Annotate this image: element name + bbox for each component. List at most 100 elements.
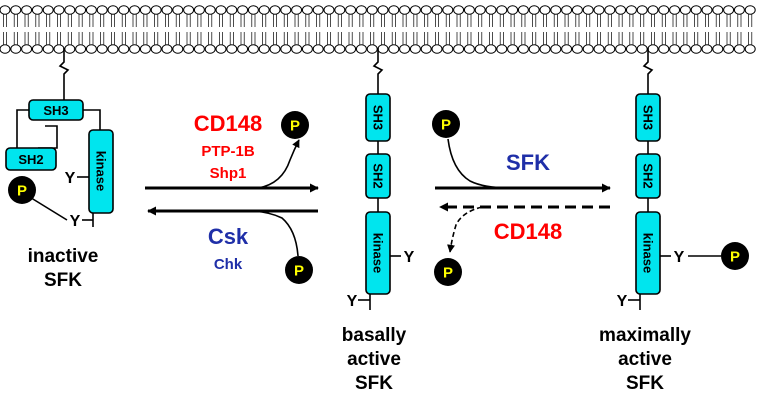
cell-membrane: [0, 5, 756, 54]
lipid-head: [107, 44, 119, 54]
lipid-head: [550, 5, 562, 15]
lipid-head: [204, 5, 216, 15]
sh3-label: SH3: [43, 103, 68, 118]
phosphate-circle: [721, 242, 749, 270]
lipid-head: [172, 44, 184, 54]
lipid-head: [712, 44, 724, 54]
lipid-head: [647, 44, 659, 54]
sh2-label: SH2: [371, 163, 386, 188]
donor-phosphate-label: P: [441, 117, 451, 134]
lipid-head: [485, 5, 497, 15]
state-label-maximal-1: maximally: [599, 325, 691, 346]
lipid-head: [280, 44, 292, 54]
lipid-head: [420, 44, 432, 54]
lipid-head: [139, 44, 151, 54]
lipid-head: [409, 44, 421, 54]
lipid-head: [377, 5, 389, 15]
lipid-head: [420, 5, 432, 15]
lipid-head: [442, 44, 454, 54]
lipid-head: [528, 44, 540, 54]
lipid-head: [96, 44, 108, 54]
lipid-head: [636, 5, 648, 15]
sh2-domain: [5, 147, 57, 171]
lipid-head: [561, 44, 573, 54]
kinase-label: kinase: [641, 233, 656, 273]
lipid-head: [733, 5, 745, 15]
lipid-head: [21, 44, 33, 54]
lipid-head: [431, 5, 443, 15]
lipid-head: [161, 44, 173, 54]
reaction-inactive-basal: CD148 PTP-1B Shp1 P P Csk Chk: [145, 111, 319, 284]
membrane-top-leaflet: [0, 5, 756, 15]
lipid-head: [723, 44, 735, 54]
lipid-head: [453, 44, 465, 54]
lipid-head: [701, 44, 713, 54]
lipid-head: [150, 44, 162, 54]
lipid-head: [723, 5, 735, 15]
lipid-head: [118, 5, 130, 15]
lipid-head: [690, 5, 702, 15]
lipid-head: [75, 5, 87, 15]
lipid-head: [10, 5, 22, 15]
lipid-head: [258, 44, 270, 54]
kinase-domain: [635, 211, 661, 295]
lipid-head: [215, 44, 227, 54]
lipid-head: [269, 44, 281, 54]
enzyme-chk: Chk: [214, 256, 243, 273]
lipid-head: [712, 5, 724, 15]
kinase-label: kinase: [94, 151, 109, 191]
c-terminal-tyrosine: Y: [347, 293, 358, 310]
lipid-head: [226, 44, 238, 54]
lipid-head: [474, 44, 486, 54]
lipid-head: [355, 5, 367, 15]
lipid-head: [625, 5, 637, 15]
state-label-basal-2: active: [347, 349, 401, 370]
phosphate-bond: [27, 195, 68, 221]
enzyme-csk: Csk: [208, 224, 249, 249]
sh3-sh2-linker: [16, 109, 29, 148]
lipid-head: [237, 5, 249, 15]
lipid-head: [269, 5, 281, 15]
c-terminal-tyrosine: Y: [70, 213, 81, 230]
membrane-lipid-tails: [3, 14, 753, 45]
lipid-head: [658, 5, 670, 15]
lipid-head: [388, 5, 400, 15]
lipid-head: [31, 44, 43, 54]
lipid-head: [107, 5, 119, 15]
lipid-head: [247, 44, 259, 54]
lipid-head: [334, 5, 346, 15]
state-label-maximal-2: active: [618, 349, 672, 370]
lipid-head: [366, 44, 378, 54]
lipid-head: [42, 44, 54, 54]
lipid-head: [64, 5, 76, 15]
lipid-head: [496, 44, 508, 54]
lipid-head: [258, 5, 270, 15]
lipid-head: [53, 5, 65, 15]
lipid-head: [453, 5, 465, 15]
released-phosphate: [434, 258, 462, 286]
sh2-label: SH2: [641, 163, 656, 188]
activation-loop-tyrosine: Y: [674, 249, 685, 266]
lipid-head: [53, 44, 65, 54]
lipid-head: [42, 5, 54, 15]
lipid-head: [507, 44, 519, 54]
lipid-head: [345, 5, 357, 15]
lipid-head: [615, 44, 627, 54]
lipid-head: [85, 44, 97, 54]
sh3-label: SH3: [641, 105, 656, 130]
membrane-anchor: [372, 48, 384, 94]
enzyme-sfk: SFK: [506, 150, 550, 175]
lipid-head: [679, 44, 691, 54]
lipid-head: [96, 5, 108, 15]
enzyme-cd148-reverse: CD148: [494, 219, 562, 244]
lipid-head: [744, 44, 756, 54]
lipid-head: [539, 44, 551, 54]
lipid-head: [593, 5, 605, 15]
released-phosphate-label: P: [443, 265, 453, 282]
kinase-domain: [88, 129, 114, 214]
lipid-head: [161, 5, 173, 15]
lipid-head: [615, 5, 627, 15]
phosphate-circle: [8, 176, 36, 204]
lipid-head: [539, 5, 551, 15]
